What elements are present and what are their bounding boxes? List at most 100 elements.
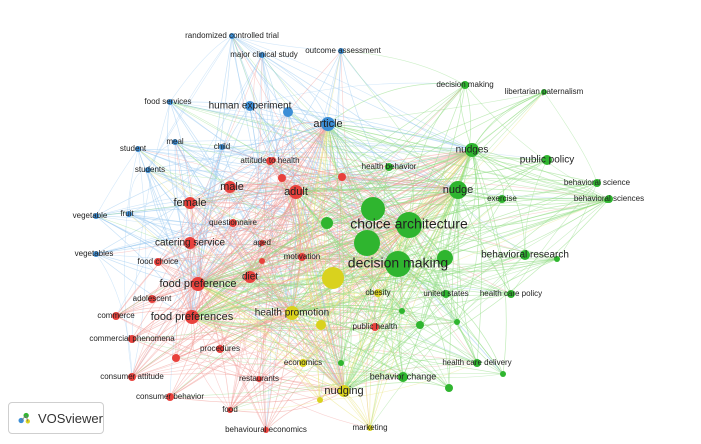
node-33[interactable]: [263, 427, 269, 433]
node-19[interactable]: [259, 240, 265, 246]
node-45[interactable]: [449, 181, 467, 199]
node-label-18[interactable]: catering service: [155, 238, 225, 249]
node-label-39[interactable]: obesity: [365, 288, 390, 297]
node-label-51[interactable]: behavioral research: [481, 250, 569, 261]
node-label-17[interactable]: questionnaire: [209, 218, 258, 227]
node-50[interactable]: [385, 251, 411, 277]
node-bubble-14[interactable]: [554, 256, 560, 262]
node-label-49[interactable]: choice architecture: [350, 216, 468, 232]
node-label-2[interactable]: outcome assessment: [305, 46, 381, 55]
node-bubble-13[interactable]: [500, 371, 506, 377]
node-label-27[interactable]: commercial phenomena: [89, 334, 175, 343]
node-label-48[interactable]: behavioral sciences: [574, 194, 644, 203]
node-label-31[interactable]: consumer behavior: [136, 392, 204, 401]
node-bubble-20[interactable]: [399, 308, 405, 314]
node-bubble-6[interactable]: [416, 321, 424, 329]
node-label-14[interactable]: male: [220, 181, 244, 193]
node-39[interactable]: [374, 289, 382, 297]
node-label-7[interactable]: child: [214, 142, 230, 151]
node-label-42[interactable]: nudges: [456, 145, 489, 156]
node-label-30[interactable]: restaurants: [239, 374, 279, 383]
node-28[interactable]: [216, 345, 224, 353]
node-51[interactable]: [520, 250, 530, 260]
node-label-46[interactable]: behavioral science: [564, 178, 631, 187]
node-label-4[interactable]: human experiment: [209, 101, 292, 112]
node-13[interactable]: [266, 157, 274, 165]
node-bubble-10[interactable]: [278, 174, 286, 182]
node-label-15[interactable]: adult: [284, 186, 308, 198]
node-label-10[interactable]: fruit: [120, 209, 134, 218]
node-bubble-18[interactable]: [283, 107, 293, 117]
node-label-11[interactable]: vegetable: [73, 211, 108, 220]
node-bubble-2[interactable]: [322, 267, 344, 289]
node-label-16[interactable]: female: [173, 197, 206, 209]
node-38[interactable]: [367, 425, 373, 431]
node-41[interactable]: [541, 89, 547, 95]
node-bubble-8[interactable]: [316, 320, 326, 330]
node-label-33[interactable]: behavioural economics: [225, 425, 307, 434]
node-label-21[interactable]: diet: [242, 272, 258, 283]
node-label-44[interactable]: health behavior: [362, 162, 417, 171]
node-30[interactable]: [256, 376, 262, 382]
node-36[interactable]: [299, 359, 307, 367]
node-bubble-9[interactable]: [172, 354, 180, 362]
node-bubble-3[interactable]: [437, 250, 453, 266]
node-55[interactable]: [398, 372, 408, 382]
node-label-6[interactable]: meal: [166, 137, 184, 146]
node-bubble-1[interactable]: [354, 230, 380, 256]
node-label-20[interactable]: food choice: [138, 257, 179, 266]
node-3[interactable]: [167, 99, 173, 105]
node-32[interactable]: [227, 407, 233, 413]
node-12[interactable]: [93, 251, 99, 257]
node-label-0[interactable]: randomized controlled trial: [185, 31, 279, 40]
node-label-28[interactable]: procedures: [200, 344, 240, 353]
node-25[interactable]: [112, 312, 120, 320]
node-4[interactable]: [245, 101, 255, 111]
node-label-34[interactable]: public health: [353, 322, 398, 331]
node-22[interactable]: [298, 253, 306, 261]
node-10[interactable]: [126, 211, 132, 217]
node-29[interactable]: [128, 373, 136, 381]
node-label-22[interactable]: motivation: [284, 252, 320, 261]
node-label-9[interactable]: students: [135, 165, 165, 174]
node-label-43[interactable]: public policy: [520, 155, 574, 166]
node-7[interactable]: [219, 144, 225, 150]
node-label-5[interactable]: article: [313, 118, 342, 130]
node-bubble-4[interactable]: [321, 217, 333, 229]
node-label-36[interactable]: economics: [284, 358, 322, 367]
node-52[interactable]: [442, 290, 450, 298]
node-5[interactable]: [321, 117, 335, 131]
node-label-38[interactable]: marketing: [352, 423, 387, 432]
node-23[interactable]: [191, 277, 205, 291]
node-24[interactable]: [148, 295, 156, 303]
node-37[interactable]: [338, 385, 350, 397]
node-31[interactable]: [166, 393, 174, 401]
node-label-47[interactable]: exercise: [487, 194, 517, 203]
node-46[interactable]: [593, 179, 601, 187]
node-9[interactable]: [145, 167, 151, 173]
node-label-32[interactable]: food: [222, 405, 238, 414]
node-21[interactable]: [244, 271, 256, 283]
node-11[interactable]: [93, 213, 99, 219]
node-label-45[interactable]: nudge: [443, 184, 474, 196]
node-label-29[interactable]: consumer attitude: [100, 372, 164, 381]
node-44[interactable]: [385, 163, 393, 171]
node-label-37[interactable]: nudging: [324, 385, 363, 397]
node-6[interactable]: [172, 139, 178, 145]
node-20[interactable]: [154, 258, 162, 266]
node-47[interactable]: [498, 195, 506, 203]
node-label-23[interactable]: food preference: [159, 278, 236, 290]
node-label-53[interactable]: health care policy: [480, 289, 542, 298]
node-8[interactable]: [135, 146, 141, 152]
node-label-8[interactable]: student: [120, 144, 147, 153]
node-label-35[interactable]: health promotion: [255, 308, 330, 319]
node-43[interactable]: [542, 155, 552, 165]
node-label-3[interactable]: food services: [144, 97, 191, 106]
node-27[interactable]: [128, 335, 136, 343]
node-label-13[interactable]: attitude to health: [240, 156, 299, 165]
node-16[interactable]: [184, 197, 196, 209]
node-bubble-12[interactable]: [445, 384, 453, 392]
node-bubble-17[interactable]: [317, 397, 323, 403]
node-label-40[interactable]: decision making: [436, 80, 493, 89]
